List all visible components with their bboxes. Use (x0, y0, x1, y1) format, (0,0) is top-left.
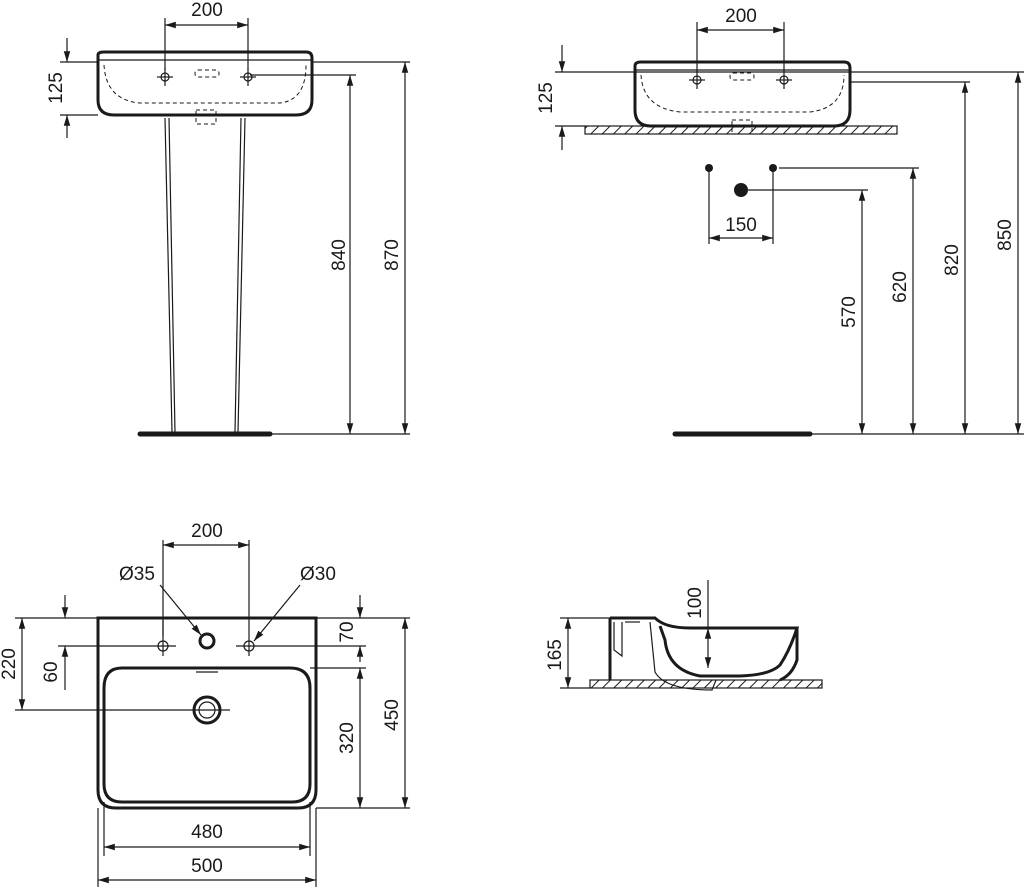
tap-hole-icon (240, 68, 256, 86)
dim-tap-spacing: 200 (191, 521, 223, 542)
dim-hole-offset: 60 (41, 661, 62, 682)
dim-waste-height: 570 (839, 296, 860, 328)
dim-overall-width: 500 (191, 856, 223, 877)
dim-overall-depth: 450 (382, 699, 403, 731)
side-hole-icon (236, 540, 262, 656)
waste-point-icon (734, 183, 748, 197)
dim-overall-height: 850 (995, 219, 1016, 251)
dim-supply-height: 620 (890, 271, 911, 303)
tap-hole-icon (198, 632, 216, 650)
dim-tap-spacing: 200 (191, 0, 223, 21)
dim-tap-spacing: 200 (725, 6, 757, 27)
dim-overall-height: 165 (545, 639, 566, 671)
dim-rim-height: 840 (329, 239, 350, 271)
dim-side-hole-diameter: Ø30 (300, 564, 336, 585)
dim-deck-depth: 70 (337, 621, 358, 642)
tap-hole-icon (689, 71, 705, 89)
dim-drain-offset: 220 (0, 648, 20, 680)
dim-rim-height: 820 (942, 244, 963, 276)
front-pedestal-view: 200 125 840 870 (46, 0, 410, 437)
dim-overall-height: 870 (382, 239, 403, 271)
dim-basin-height: 125 (536, 82, 557, 114)
dim-tap-hole-diameter: Ø35 (119, 564, 155, 585)
tap-hole-icon (776, 71, 792, 89)
dim-supply-spacing: 150 (725, 215, 757, 236)
tap-hole-icon (157, 68, 173, 86)
dim-bowl-width: 480 (191, 822, 223, 843)
side-view: 165 100 (545, 580, 823, 691)
dim-bowl-depth: 320 (337, 722, 358, 754)
plan-view: 200 Ø35 Ø30 220 60 70 320 450 480 500 (0, 521, 410, 887)
dim-bowl-depth: 100 (685, 587, 706, 619)
dim-basin-height: 125 (46, 72, 67, 104)
wall-hung-view: 200 125 150 570 620 820 850 (536, 6, 1024, 437)
